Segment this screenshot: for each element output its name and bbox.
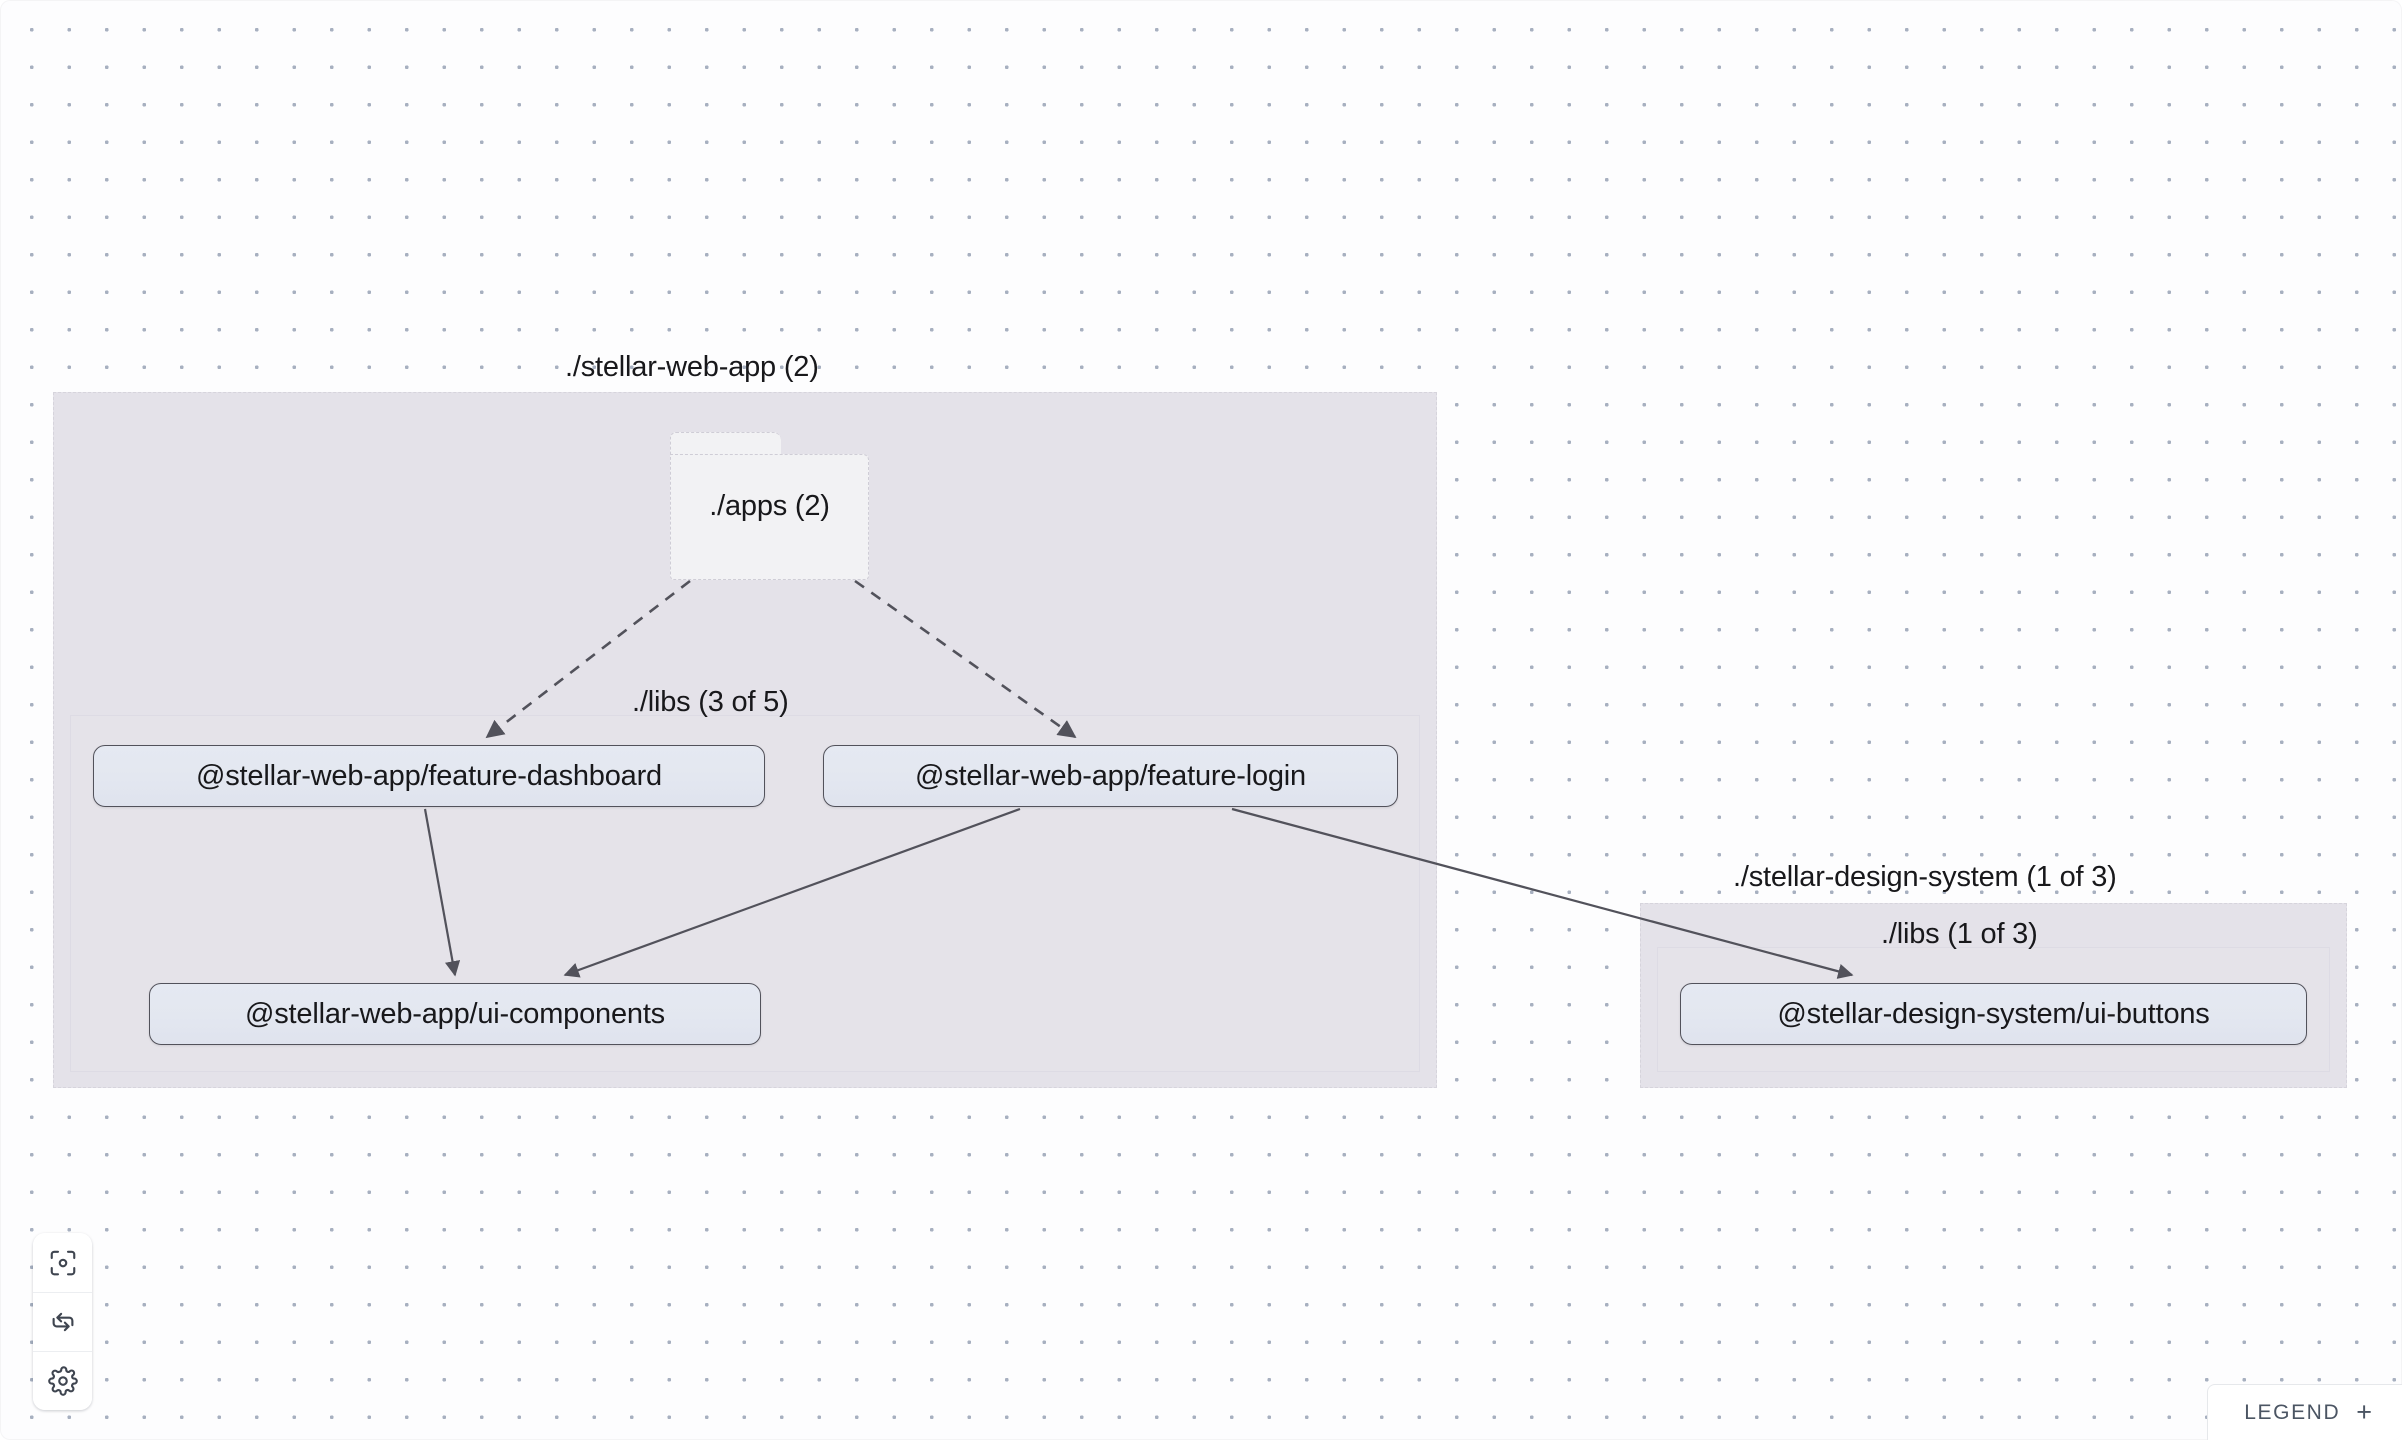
legend-expand-icon[interactable]: + [2356,1397,2372,1427]
node-label: @stellar-web-app/ui-components [245,997,665,1030]
node-feature-login[interactable]: @stellar-web-app/feature-login [823,745,1398,807]
gear-icon [47,1366,78,1396]
folder-tab-icon [670,432,782,458]
folder-body [670,454,869,580]
folder-node-label: ./apps (2) [709,489,830,522]
node-label: @stellar-web-app/feature-dashboard [196,759,662,792]
node-feature-dashboard[interactable]: @stellar-web-app/feature-dashboard [93,745,765,807]
legend-panel[interactable]: LEGEND + [2207,1384,2402,1440]
subgroup-label-web-app-libs: ./libs (3 of 5) [632,686,789,718]
settings-button[interactable] [33,1351,92,1410]
project-label-stellar-design-system: ./stellar-design-system (1 of 3) [1733,861,2117,893]
node-ui-buttons[interactable]: @stellar-design-system/ui-buttons [1680,983,2307,1045]
refresh-button[interactable] [33,1292,92,1351]
refresh-cycle-icon [48,1307,78,1337]
subgroup-label-design-system-libs: ./libs (1 of 3) [1881,918,2038,950]
canvas-controls[interactable] [33,1233,92,1410]
node-ui-components[interactable]: @stellar-web-app/ui-components [149,983,761,1045]
focus-graph-button[interactable] [33,1233,92,1292]
node-label: @stellar-web-app/feature-login [915,759,1306,792]
folder-node-apps[interactable]: ./apps (2) [670,432,869,580]
focus-target-icon [48,1248,78,1278]
legend-label: LEGEND [2244,1400,2341,1424]
project-label-stellar-web-app: ./stellar-web-app (2) [565,351,819,383]
node-label: @stellar-design-system/ui-buttons [1777,997,2210,1030]
